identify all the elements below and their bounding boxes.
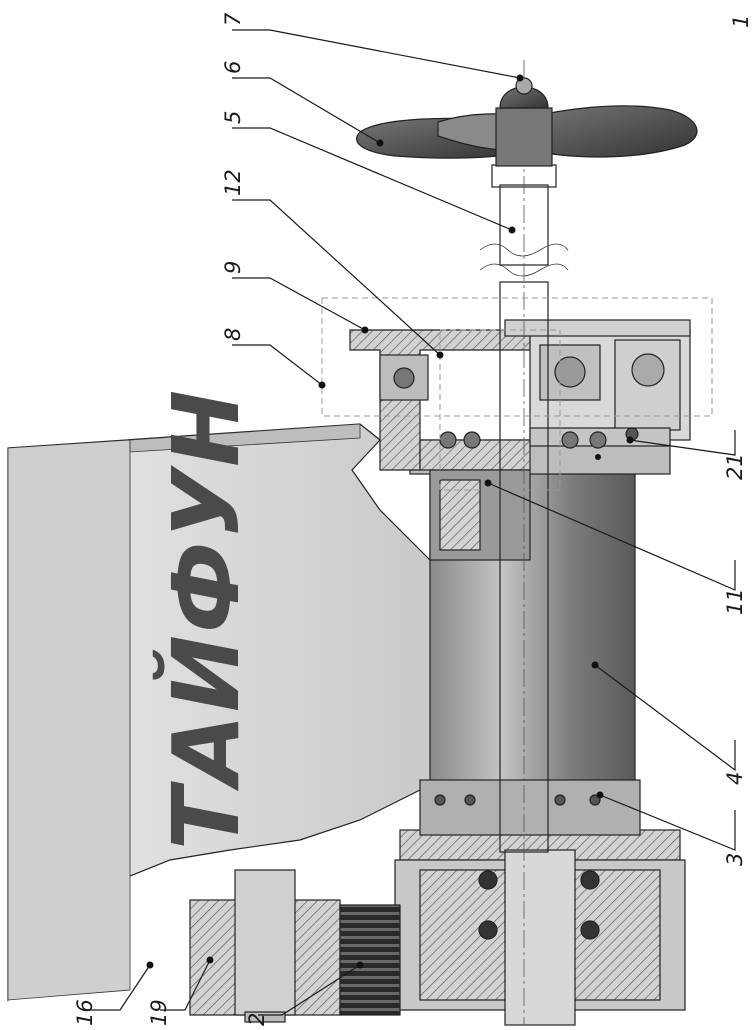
callout-7: 7 [221,12,245,26]
housing-cover [7,423,521,1002]
drive-belt [339,904,401,1016]
pulley [189,869,341,1023]
callout-2: 2 [245,1013,269,1026]
callout-5: 5 [221,111,245,124]
callout-6: 6 [221,61,245,74]
detail-box-upper [321,297,713,417]
callout-3: 3 [723,853,747,866]
impeller-nut [499,77,549,109]
detail-box-lower [439,329,561,491]
mounting-plate [504,319,691,337]
callout-11: 11 [723,588,747,615]
callout-9: 9 [221,261,245,274]
brand-lettering: ТАЙФУН [152,388,260,850]
callout-12: 12 [221,169,245,196]
callout-21: 21 [723,453,747,480]
bearing-block [529,329,691,460]
callout-4: 4 [723,772,747,785]
seal-assembly [349,329,531,561]
bearing-housing [394,779,686,1026]
callout-labels: 7 6 5 12 9 8 16 19 2 21 11 4 3 1 [73,12,752,1026]
impeller [356,105,698,167]
callout-1: 1 [729,15,752,28]
callout-8: 8 [221,328,245,341]
callout-leaders [86,29,736,1016]
callout-19: 19 [147,999,171,1026]
callout-16: 16 [73,999,97,1026]
